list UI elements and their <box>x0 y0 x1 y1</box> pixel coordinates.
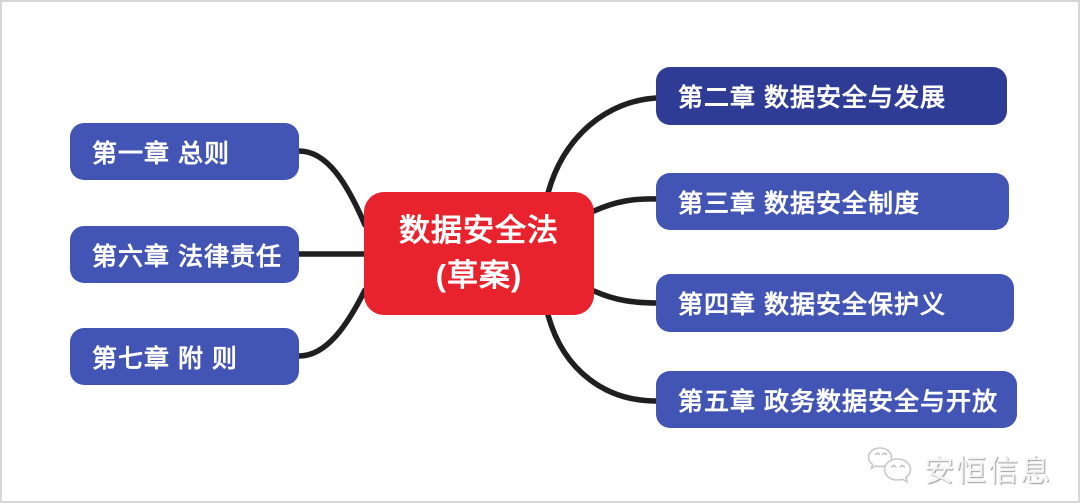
wechat-chat-bubbles-icon <box>867 447 912 484</box>
connector-chapter-3 <box>591 196 661 214</box>
connector-chapter-1 <box>296 148 368 228</box>
node-chapter-1-general-provisions: 第一章 总则 <box>70 123 299 180</box>
watermark: 安恒信息 <box>864 445 1052 491</box>
connector-chapter-2 <box>545 95 659 196</box>
node-chapter-7-supplementary: 第七章 附 则 <box>70 328 299 385</box>
connector-chapter-4 <box>591 288 661 306</box>
root-node-data-security-law: 数据安全法 (草案) <box>364 192 594 315</box>
watermark-label: 安恒信息 <box>924 455 1052 488</box>
node-chapter-5-government-data: 第五章 政务数据安全与开放 <box>656 371 1017 428</box>
root-title-line1: 数据安全法 <box>399 212 559 248</box>
root-title-line2: (草案) <box>435 257 523 293</box>
node-chapter-4-protection-obligations: 第四章 数据安全保护义 <box>656 274 1014 332</box>
connector-chapter-7 <box>296 287 368 359</box>
node-chapter-2-security-and-development: 第二章 数据安全与发展 <box>656 67 1007 125</box>
node-chapter-3-security-system: 第三章 数据安全制度 <box>656 173 1009 230</box>
connector-chapter-5 <box>545 312 659 404</box>
node-chapter-6-legal-liability: 第六章 法律责任 <box>70 226 299 283</box>
